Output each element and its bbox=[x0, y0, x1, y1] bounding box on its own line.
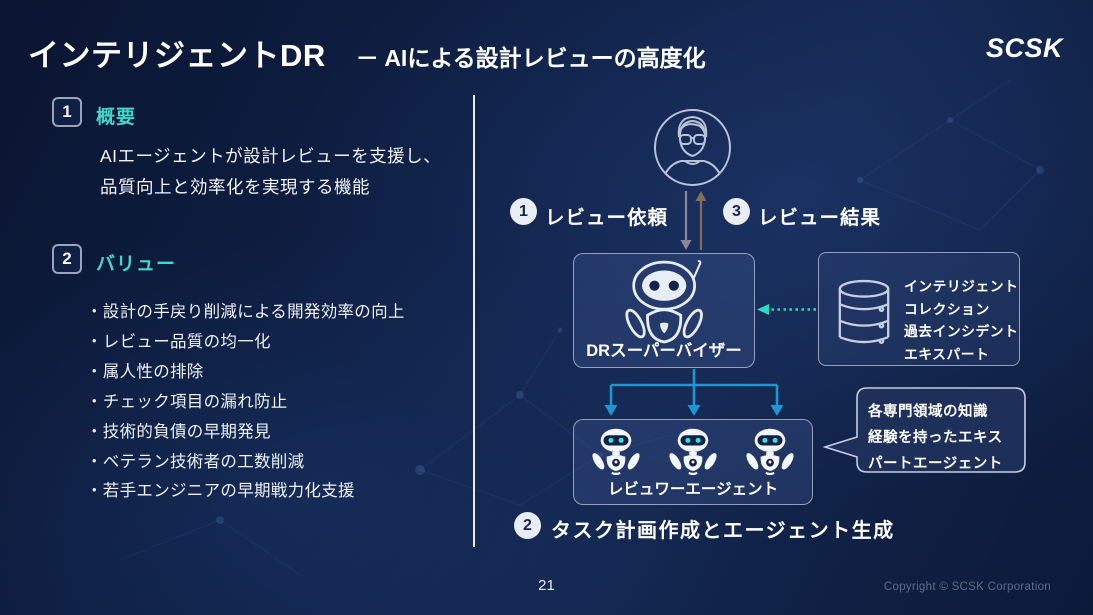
knowledge-line: 過去インシデント bbox=[904, 324, 1019, 339]
value-item: ・属人性の排除 bbox=[86, 362, 204, 381]
vertical-divider bbox=[473, 95, 475, 547]
title-main: インテリジェントDR bbox=[28, 38, 326, 73]
step-3-number: 3 bbox=[732, 202, 741, 220]
page-title: インテリジェントDR － AIによる設計レビューの高度化 bbox=[28, 30, 706, 75]
database-icon bbox=[838, 279, 890, 345]
step-1-circle: 1 bbox=[510, 198, 537, 225]
value-item: ・ベテラン技術者の工数削減 bbox=[86, 452, 305, 471]
value-item: ・設計の手戻り削減による開発効率の向上 bbox=[86, 303, 405, 321]
overview-body-line1: AIエージェントが設計レビューを支援し、 bbox=[100, 146, 442, 166]
section-1-number-badge: 1 bbox=[52, 97, 82, 127]
copyright: Copyright © SCSK Corporation bbox=[883, 581, 1051, 593]
scsk-logo: SCSK bbox=[985, 33, 1063, 63]
step-2-label: タスク計画作成とエージェント生成 bbox=[551, 520, 895, 542]
knowledge-store-text: インテリジェント コレクション 過去インシデント エキスパート bbox=[904, 276, 1018, 366]
knowledge-feed-arrow bbox=[757, 304, 816, 315]
reviewer-robot-icon bbox=[746, 428, 794, 476]
section-2-number: 2 bbox=[62, 249, 72, 268]
knowledge-line: コレクション bbox=[904, 301, 990, 317]
value-list: ・設計の手戻り削減による開発効率の向上 ・レビュー品質の均一化 ・属人性の排除 … bbox=[86, 298, 405, 507]
title-subtitle: － AIによる設計レビューの高度化 bbox=[355, 45, 706, 71]
section-2-number-badge: 2 bbox=[52, 244, 82, 274]
supervisor-robot-icon bbox=[625, 260, 703, 344]
expert-callout-text: 各専門領域の知識 経験を持ったエキス パートエージェント bbox=[868, 399, 1003, 477]
overview-body: AIエージェントが設計レビューを支援し、 品質向上と効率化を実現する機能 bbox=[100, 141, 441, 203]
supervisor-label: DRスーパーバイザー bbox=[586, 342, 742, 360]
overview-heading: 概要 bbox=[96, 107, 137, 128]
value-item: ・チェック項目の漏れ防止 bbox=[86, 392, 288, 411]
value-item: ・レビュー品質の均一化 bbox=[86, 332, 271, 351]
review-result-arrow bbox=[695, 191, 707, 250]
overview-body-line2: 品質向上と効率化を実現する機能 bbox=[100, 177, 370, 197]
step-3-circle: 3 bbox=[723, 198, 750, 225]
reviewer-robots-row bbox=[574, 427, 812, 477]
expert-callout-bubble bbox=[822, 387, 1026, 473]
callout-line: 各専門領域の知識 bbox=[868, 404, 988, 420]
value-item: ・若手エンジニアの早期戦力化支援 bbox=[86, 482, 355, 501]
callout-line: パートエージェント bbox=[868, 456, 1003, 472]
value-heading: バリュー bbox=[96, 254, 177, 275]
step-2-circle: 2 bbox=[514, 512, 541, 539]
task-dispatch-arrows bbox=[604, 369, 784, 416]
review-request-arrow bbox=[680, 191, 692, 250]
step-1-label: レビュー依頼 bbox=[545, 207, 669, 229]
value-item: ・技術的負債の早期発見 bbox=[86, 422, 271, 441]
reviewer-agents-label: レビュワーエージェント bbox=[607, 481, 779, 498]
knowledge-line: エキスパート bbox=[904, 346, 990, 362]
knowledge-line: インテリジェント bbox=[904, 279, 1019, 294]
page-number: 21 bbox=[538, 577, 555, 594]
reviewer-agents-box: レビュワーエージェント bbox=[573, 419, 813, 505]
step-2-number: 2 bbox=[523, 516, 532, 534]
reviewer-robot-icon bbox=[669, 428, 717, 476]
reviewer-robot-icon bbox=[592, 428, 640, 476]
callout-line: 経験を持ったエキス bbox=[868, 430, 1003, 446]
knowledge-store-box: インテリジェント コレクション 過去インシデント エキスパート bbox=[818, 252, 1020, 366]
dr-supervisor-box: DRスーパーバイザー bbox=[573, 253, 755, 368]
user-person-icon bbox=[654, 109, 731, 186]
step-3-label: レビュー結果 bbox=[758, 207, 882, 229]
step-1-number: 1 bbox=[519, 202, 528, 220]
section-1-number: 1 bbox=[62, 102, 72, 121]
